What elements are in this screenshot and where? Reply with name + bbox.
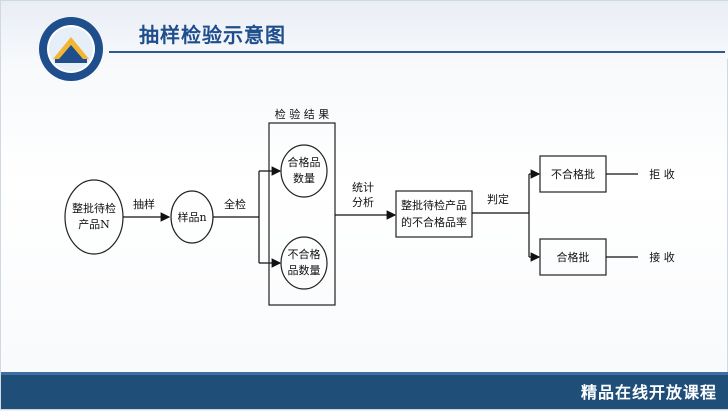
full-inspection-label: 全检 <box>224 197 246 211</box>
page-title: 抽样检验示意图 <box>139 23 286 47</box>
pass-count-node <box>280 144 328 198</box>
results-title: 检 验 结 果 <box>275 107 330 121</box>
school-logo <box>39 17 103 81</box>
fail-count-node <box>280 236 328 290</box>
stat-label-line2: 分析 <box>352 195 374 209</box>
sampling-label: 抽样 <box>133 197 155 211</box>
accept-action: 接 收 <box>649 250 675 264</box>
pass-count-line2: 数量 <box>293 172 315 185</box>
lot-label-line2: 产品N <box>78 217 110 231</box>
footer-bar: 精品在线开放课程 <box>1 375 728 409</box>
stat-label-line1: 统计 <box>352 181 374 194</box>
reject-action: 拒 收 <box>649 167 675 181</box>
fail-count-line1: 不合格 <box>288 247 321 261</box>
reject-lot-label: 不合格批 <box>551 167 595 181</box>
footer-stripe <box>1 372 728 375</box>
judge-label: 判定 <box>487 192 509 206</box>
defect-rate-line1: 整批待检产品 <box>401 198 467 212</box>
defect-rate-box <box>395 190 473 238</box>
defect-rate-line2: 的不合格品率 <box>401 215 467 229</box>
fail-count-line2: 品数量 <box>288 264 321 277</box>
header-band <box>1 1 728 59</box>
header-divider <box>109 51 725 53</box>
pass-count-line1: 合格品 <box>288 155 321 169</box>
lot-label-line1: 整批待检 <box>72 201 116 215</box>
sample-label: 样品n <box>177 210 206 224</box>
results-box <box>268 122 336 306</box>
lot-node <box>64 179 124 255</box>
footer-text: 精品在线开放课程 <box>580 383 717 402</box>
accept-lot-label: 合格批 <box>557 250 590 264</box>
